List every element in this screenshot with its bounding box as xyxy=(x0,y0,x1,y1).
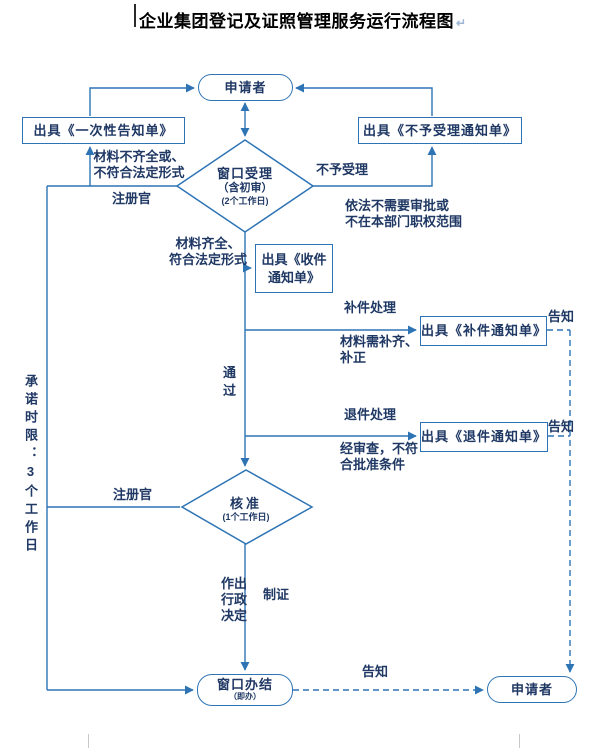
label-not-accepted: 不予受理 xyxy=(316,162,369,177)
label-notify-bottom: 告知 xyxy=(362,664,389,679)
flow-accept-to-rejection xyxy=(313,146,437,187)
receipt-notice-line1: 出具《收件 xyxy=(261,251,327,267)
window-accept-title: 窗口受理 xyxy=(216,166,273,181)
window-accept-note: (2个工作日) xyxy=(221,196,269,206)
node-supplement-notice: 出具《补件通知单》 xyxy=(420,316,547,346)
node-applicant-bottom: 申请者 xyxy=(487,676,577,703)
node-return-notice: 出具《退件通知单》 xyxy=(420,422,548,452)
paragraph-mark-icon: ↵ xyxy=(456,16,467,30)
label-pass: 通过 xyxy=(223,365,237,398)
label-notify-supplement: 告知 xyxy=(548,309,575,324)
label-incomplete-materials: 材料不齐全或、 不符合法定形式 xyxy=(93,149,185,180)
page-edge-mark-left xyxy=(88,734,89,748)
label-registrar-bottom: 注册官 xyxy=(113,487,153,502)
window-complete-sub: （即办） xyxy=(229,692,261,701)
node-window-complete: 窗口办结 （即办） xyxy=(197,674,293,706)
page-title: 企业集团登记及证照管理服务运行流程图↵ xyxy=(139,7,467,32)
label-time-limit: 承诺时限：3个工作日 xyxy=(23,374,38,556)
title-text: 企业集团登记及证照管理服务运行流程图 xyxy=(139,12,454,31)
receipt-notice-line2: 通知单》 xyxy=(267,269,320,285)
approval-title: 核准 xyxy=(229,496,262,511)
decision-approval-shape xyxy=(180,469,314,545)
approval-note: (1个工作日) xyxy=(222,512,270,522)
node-receipt-notice: 出具《收件 通知单》 xyxy=(255,244,333,293)
node-applicant-top: 申请者 xyxy=(198,74,293,101)
window-complete-title: 窗口办结 xyxy=(216,677,273,692)
page-edge-mark-right xyxy=(519,734,520,748)
label-no-approval-needed: 依法不需要审批或 不在本部门职权范围 xyxy=(345,198,463,229)
label-decision: 作出行政决定 xyxy=(221,576,248,623)
label-make-cert: 制证 xyxy=(263,587,290,602)
flow-onetime-to-applicant xyxy=(89,83,195,116)
label-return-reason: 经审查，不符 合批准条件 xyxy=(340,441,419,472)
label-materials-complete: 材料齐全、 符合法定形式 xyxy=(168,236,247,267)
node-rejection-notice: 出具《不予受理通知单》 xyxy=(358,117,522,144)
label-registrar-top: 注册官 xyxy=(112,191,152,206)
decision-window-accept-shape xyxy=(175,139,315,233)
label-return-handling: 退件处理 xyxy=(344,407,397,422)
label-notify-return: 告知 xyxy=(548,419,575,434)
node-one-time-notice: 出具《一次性告知单》 xyxy=(22,117,185,144)
label-supplement-handling: 补件处理 xyxy=(344,300,397,315)
decision-approval-text: 核准 (1个工作日) xyxy=(191,496,301,523)
flow-rejection-to-applicant xyxy=(295,83,433,116)
label-supplement-reason: 材料需补齐、 补正 xyxy=(340,334,419,365)
decision-window-accept-text: 窗口受理 （含初审） (2个工作日) xyxy=(186,166,304,207)
window-accept-sub: （含初审） xyxy=(217,182,273,194)
text-cursor xyxy=(134,4,136,27)
